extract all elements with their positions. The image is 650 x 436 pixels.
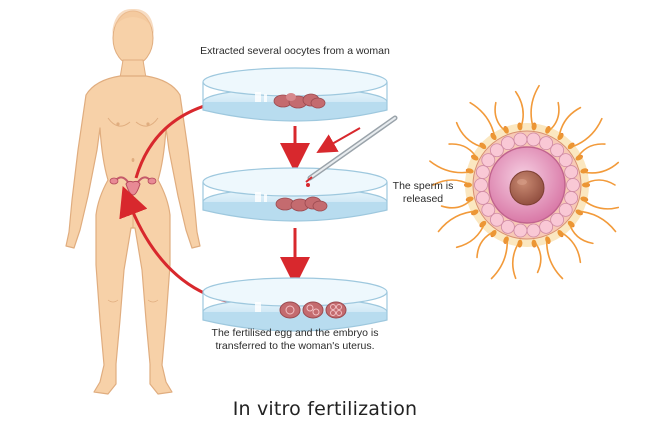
- step-1-label: Extracted several oocytes from a woman: [200, 45, 390, 57]
- sperm-head: [545, 236, 551, 245]
- cumulus-cell: [513, 223, 528, 238]
- step-2-label-line-1: The sperm is: [392, 180, 454, 192]
- cumulus-cell: [539, 219, 554, 234]
- sperm-head: [531, 239, 537, 248]
- sperm-head: [567, 142, 575, 150]
- cumulus-cell: [550, 143, 565, 158]
- sperm-head: [557, 229, 564, 238]
- sperm-head: [471, 154, 479, 161]
- sperm-head: [557, 132, 564, 141]
- petri-dish-3: [202, 277, 388, 332]
- cumulus-cell: [526, 132, 541, 147]
- step-3-label-line-2: transferred to the woman's uterus.: [215, 340, 375, 352]
- oocyte-cluster-1: [273, 93, 326, 109]
- sperm-head: [575, 209, 583, 216]
- cumulus-cell: [500, 136, 515, 151]
- sperm-head: [471, 209, 479, 216]
- cumulus-cell: [550, 212, 565, 227]
- sperm-head: [531, 122, 537, 131]
- sperm-head: [503, 125, 509, 134]
- cumulus-cell: [564, 165, 579, 179]
- egg-cell-with-sperm-illustration: [429, 84, 620, 280]
- sperm-head: [465, 196, 474, 202]
- cumulus-cell: [474, 178, 488, 192]
- cumulus-cell: [475, 165, 490, 179]
- cumulus-cell: [558, 153, 573, 168]
- sperm-head: [517, 122, 523, 131]
- step-2-label: The sperm is released: [378, 180, 468, 206]
- sperm-head: [567, 220, 575, 228]
- oocyte-cluster-2: [275, 196, 328, 212]
- cumulus-cell: [564, 191, 579, 205]
- sperm-rays: [429, 84, 620, 280]
- sperm-head: [582, 182, 590, 188]
- step-3-label-line-1: The fertilised egg and the embryo is: [211, 327, 379, 339]
- step-3-label: The fertilised egg and the embryo is tra…: [195, 327, 395, 353]
- sperm-head: [490, 229, 497, 238]
- sperm-drop: [306, 183, 310, 187]
- petri-dish-2: [202, 167, 388, 222]
- sperm-head: [479, 220, 487, 228]
- sperm-head: [580, 196, 589, 202]
- sperm-head: [479, 142, 487, 150]
- cumulus-cell: [500, 219, 515, 234]
- sperm-head: [465, 168, 474, 174]
- cumulus-cell: [526, 223, 541, 238]
- step-2-label-line-2: released: [402, 193, 444, 205]
- petri-dish-1: [202, 67, 388, 122]
- cumulus-cell: [513, 132, 528, 147]
- cumulus-cell: [489, 212, 504, 227]
- sperm-head: [545, 125, 551, 134]
- embryo-cluster: [279, 301, 347, 319]
- cumulus-cells: [474, 132, 580, 238]
- sperm-head: [580, 168, 589, 174]
- cumulus-cell: [558, 202, 573, 217]
- sperm-head: [517, 239, 523, 248]
- sperm-head: [464, 182, 472, 188]
- sperm-head: [490, 132, 497, 141]
- female-body-illustration: [65, 8, 201, 395]
- sperm-head: [575, 154, 583, 161]
- pipette-arrow: [316, 127, 361, 153]
- cumulus-cell: [539, 136, 554, 151]
- cumulus-cell: [481, 153, 496, 168]
- sperm-head: [503, 236, 509, 245]
- cumulus-cell: [475, 191, 490, 205]
- diagram-title: In vitro fertilization: [232, 398, 418, 420]
- cumulus-cell: [566, 178, 580, 192]
- pipette-icon: [305, 115, 398, 183]
- cumulus-cell: [481, 202, 496, 217]
- cumulus-cell: [489, 143, 504, 158]
